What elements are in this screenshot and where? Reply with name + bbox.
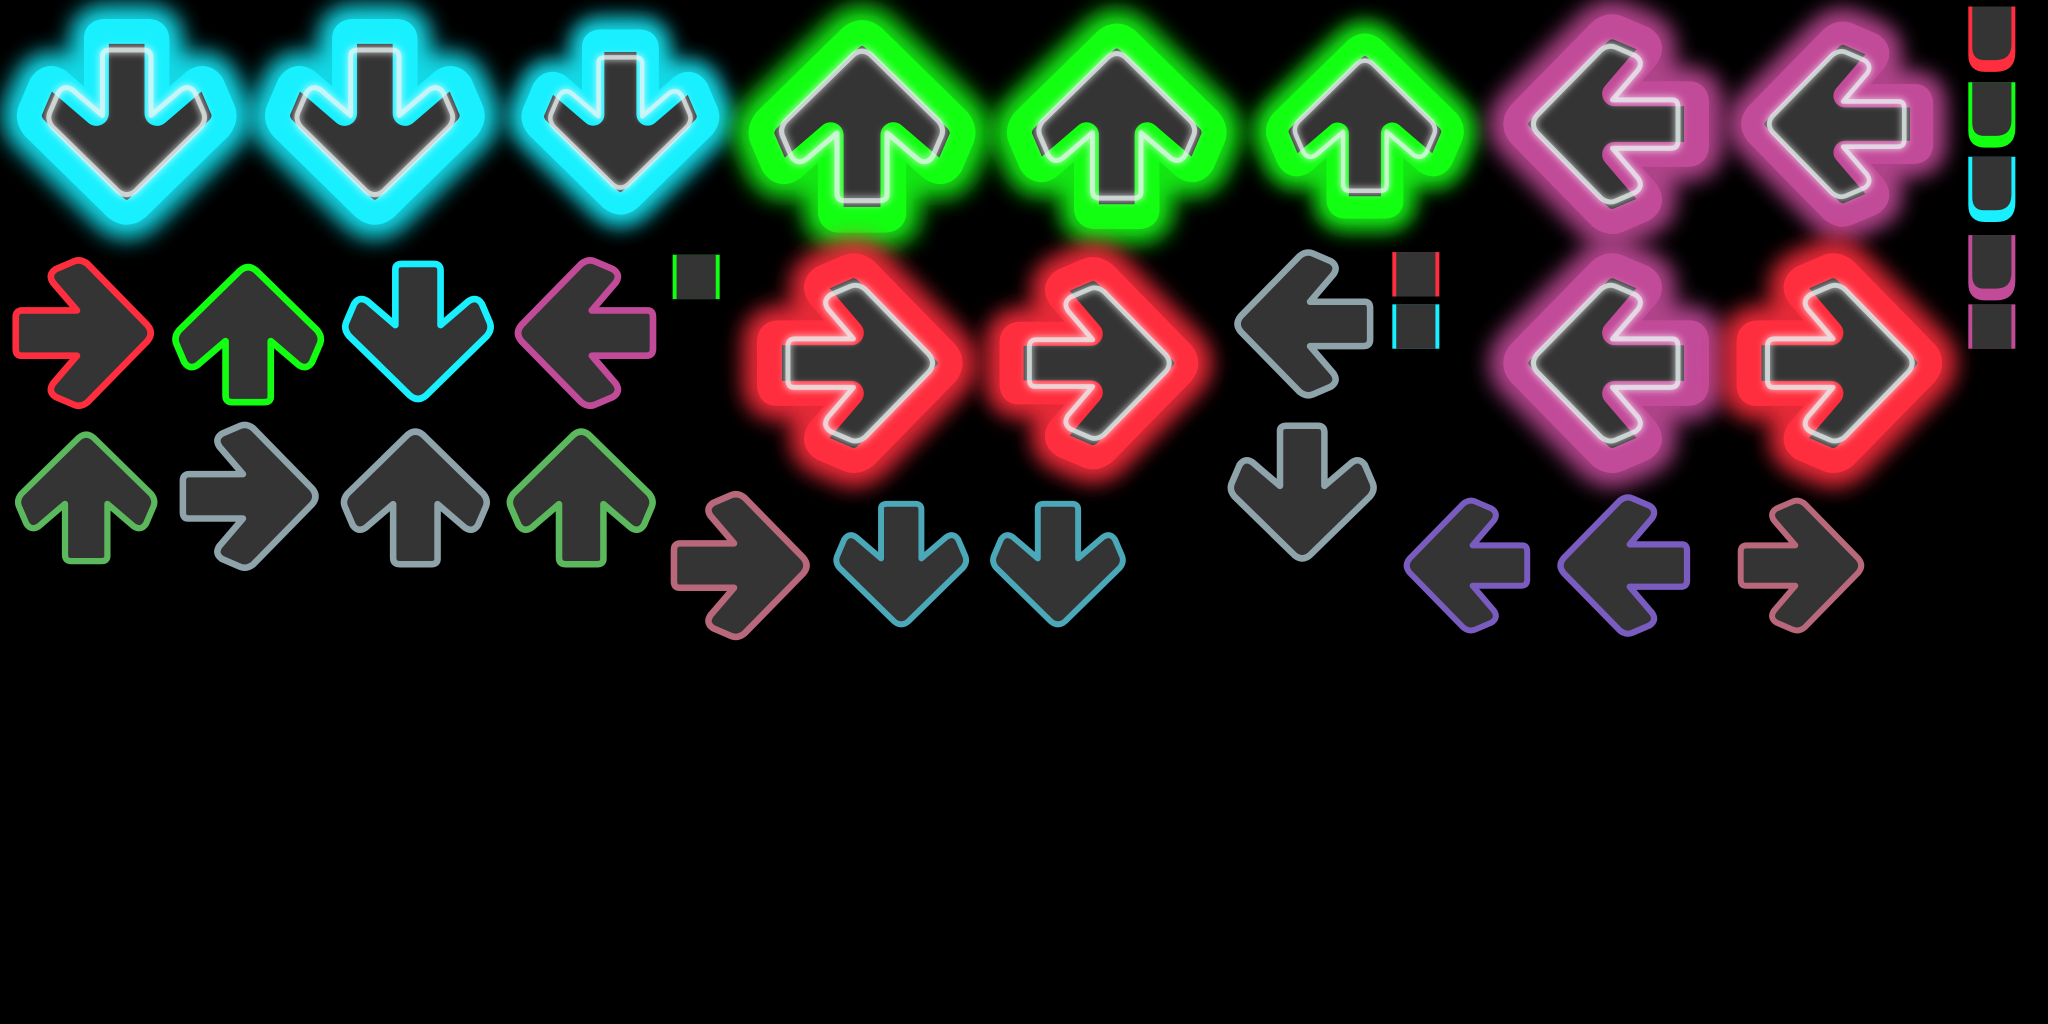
arrow-body (1503, 14, 1710, 234)
hold-end-fill (1972, 156, 2012, 211)
arrow-inner-line (294, 47, 456, 198)
arrow-right-icon (670, 490, 810, 641)
hold-piece-icon (672, 254, 720, 300)
arrow-body (990, 500, 1126, 628)
arrow-down-icon (833, 500, 970, 628)
hold-end-fill (1972, 235, 2012, 289)
hold-end-fill (1972, 6, 2012, 61)
arrow-body (1227, 422, 1377, 562)
arrow-inner-line (1292, 58, 1438, 194)
arrow-up-icon (1253, 20, 1477, 232)
arrow-down-icon (250, 4, 499, 239)
arrow-up-icon (172, 263, 325, 406)
arrow-up-icon (992, 9, 1241, 244)
arrow-down-icon (341, 260, 494, 403)
hold-piece-icon (1392, 304, 1440, 349)
arrow-down-icon (2, 4, 251, 239)
arrow-body (12, 257, 155, 410)
arrow-body (521, 29, 720, 215)
arrow-right-icon (1737, 497, 1865, 634)
arrow-inner-line (1036, 51, 1198, 201)
arrow-inner-line (1766, 49, 1907, 200)
arrow-body (14, 431, 158, 565)
hold-end-icon (1968, 82, 2016, 148)
arrow-left-icon (1403, 497, 1531, 634)
arrow-left-icon (1489, 0, 1724, 249)
arrow-inner-line (548, 55, 693, 190)
arrow-body (506, 428, 656, 568)
hold-end-icon (1968, 156, 2016, 223)
arrow-body (833, 500, 970, 628)
arrow-left-icon (1234, 249, 1374, 399)
arrow-right-icon (12, 257, 155, 410)
hold-piece-fill (1972, 304, 2012, 349)
arrow-body (341, 260, 494, 403)
arrow-right-icon (1722, 239, 1957, 488)
arrow-up-icon (14, 431, 158, 565)
arrow-body (16, 18, 237, 225)
arrow-body (999, 256, 1199, 470)
arrow-left-icon (1557, 494, 1691, 637)
arrow-inner-line (46, 47, 208, 198)
arrow-right-icon (985, 243, 1212, 484)
arrow-body (1503, 253, 1710, 473)
hold-piece-icon (1392, 252, 1440, 297)
arrow-inner-line (1530, 43, 1681, 205)
arrow-body (340, 428, 490, 568)
arrow-body (1736, 253, 1943, 473)
arrow-up-icon (340, 428, 490, 568)
arrow-left-icon (1489, 239, 1724, 488)
arrow-body (172, 263, 325, 406)
hold-piece-fill (676, 254, 716, 300)
arrow-body (1006, 23, 1227, 230)
arrow-body (514, 257, 657, 410)
hold-piece-icon (1968, 304, 2016, 349)
arrow-inner-line (1765, 282, 1915, 444)
arrow-body (670, 490, 810, 641)
arrow-body (1266, 33, 1464, 219)
arrow-body (1557, 494, 1691, 637)
arrow-body (1234, 249, 1374, 399)
hold-end-fill (1972, 82, 2012, 136)
arrow-body (748, 20, 976, 233)
arrow-body (1403, 497, 1531, 634)
arrow-inner-line (778, 48, 946, 204)
arrow-down-icon (990, 500, 1126, 628)
arrow-up-icon (733, 5, 991, 248)
hold-piece-fill (1396, 252, 1436, 297)
arrow-inner-line (1530, 282, 1681, 444)
arrow-down-icon (1227, 422, 1377, 562)
arrow-left-icon (514, 257, 657, 410)
arrow-body (265, 18, 485, 225)
arrow-inner-line (1027, 285, 1172, 441)
hold-end-icon (1968, 235, 2016, 301)
arrow-down-icon (508, 16, 733, 228)
arrow-right-icon (179, 421, 319, 571)
arrow-body (756, 253, 963, 473)
arrow-body (1737, 497, 1865, 634)
arrow-body (1741, 21, 1934, 227)
arrow-left-icon (1728, 8, 1947, 240)
hold-end-icon (1968, 6, 2016, 72)
hold-piece-fill (1396, 304, 1436, 349)
arrow-inner-line (785, 282, 936, 444)
arrow-up-icon (506, 428, 656, 568)
arrow-right-icon (742, 239, 977, 488)
arrow-body (179, 421, 319, 571)
